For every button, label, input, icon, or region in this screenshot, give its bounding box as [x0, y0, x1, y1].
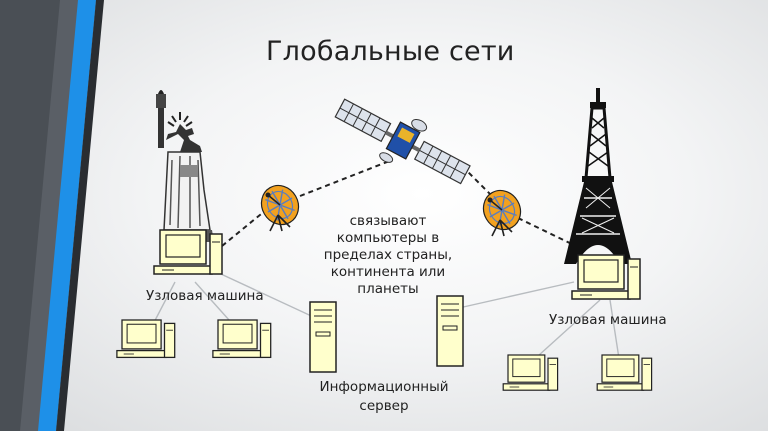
satellite-dish-icon [253, 177, 307, 233]
statue-of-liberty-icon [156, 90, 214, 242]
computer-icon [153, 229, 223, 275]
description-line: пределах страны, [323, 247, 453, 263]
node-label-right: Узловая машина [549, 312, 667, 328]
server-icon [309, 301, 337, 373]
eiffel-tower-icon [564, 88, 632, 264]
description-line: связывают [349, 213, 427, 229]
server-icon [436, 295, 464, 367]
computer-icon [571, 254, 641, 300]
satellite-icon [334, 98, 471, 185]
server-label: Информационный сервер [318, 378, 450, 416]
computer-icon [596, 354, 653, 391]
description-line: компьютеры в [336, 230, 440, 246]
server-label-line: Информационный [319, 379, 449, 395]
decorative-side-bars [0, 0, 104, 431]
node-label-left: Узловая машина [146, 288, 264, 304]
computer-icon [212, 319, 272, 359]
slide-title: Глобальные сети [266, 36, 515, 67]
computer-icon [502, 354, 559, 391]
description-line: планеты [357, 281, 419, 297]
satellite-dish-icon [475, 182, 529, 238]
description-line: континента или [330, 264, 446, 280]
description-text: связывают компьютеры в пределах страны, … [322, 213, 454, 298]
computer-icon [116, 319, 176, 359]
server-label-line: сервер [359, 398, 409, 414]
